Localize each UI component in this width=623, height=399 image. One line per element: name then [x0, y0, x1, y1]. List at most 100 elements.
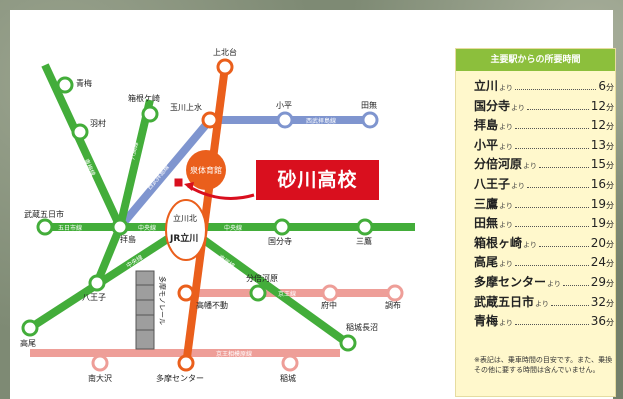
- itsukaichi-line-label: 五日市線: [58, 224, 82, 232]
- row-unit: 分: [606, 278, 614, 288]
- label-kokubunji: 国分寺: [268, 237, 292, 246]
- row-minutes: 12: [590, 98, 606, 113]
- row-unit: 分: [606, 122, 614, 132]
- tama-monorail-label: 多摩モノレール: [158, 276, 167, 325]
- label-izumi-gym: 泉体育館: [190, 165, 222, 175]
- station-tamacenter: [177, 354, 195, 372]
- label-musashiitsukaichi: 武蔵五日市: [24, 209, 64, 219]
- row-leader-dots: [514, 206, 589, 208]
- chuo-line-label-east: 中央線: [224, 224, 242, 232]
- row-yori: より: [523, 240, 537, 249]
- label-minamiosawa: 南大沢: [88, 373, 112, 383]
- station-takao: [21, 319, 39, 337]
- row-station: 小平: [474, 137, 499, 152]
- row-minutes: 24: [590, 255, 606, 270]
- ome-line: [41, 63, 124, 229]
- station-inagi: [281, 354, 299, 372]
- station-bubaigawara: [249, 284, 267, 302]
- station-mitaka: [356, 218, 374, 236]
- row-yori: より: [499, 201, 513, 210]
- row-yori: より: [499, 319, 513, 328]
- row-leader-dots: [514, 147, 589, 149]
- row-unit: 分: [606, 200, 614, 210]
- label-hamura: 羽村: [90, 118, 106, 128]
- school-name: 砂川高校: [277, 169, 358, 191]
- tama-monorail-line: [182, 66, 229, 366]
- row-yori: より: [547, 279, 561, 288]
- row-yori: より: [499, 221, 513, 230]
- row-minutes: 32: [590, 294, 606, 309]
- row-station: 三鷹: [474, 196, 499, 211]
- row-minutes: 36: [590, 314, 606, 329]
- chuo-line-west: [27, 223, 189, 332]
- station-minamiosawa: [91, 354, 109, 372]
- station-hamura: [71, 123, 89, 141]
- row-yori: より: [499, 260, 513, 269]
- label-jrtachikawa: JR立川: [169, 232, 198, 244]
- row-leader-dots: [538, 167, 589, 169]
- hachiko-line-label: 八高線: [128, 141, 140, 160]
- row-yori: より: [499, 84, 513, 92]
- row-unit: 分: [606, 83, 614, 92]
- station-musashiitsukaichi: [36, 218, 54, 236]
- station-kokubunji: [273, 218, 291, 236]
- label-chofu: 調布: [385, 300, 401, 310]
- label-inagiosanuma: 稲城長沼: [346, 322, 378, 332]
- row-unit: 分: [606, 318, 614, 328]
- station-tamagawajosui: [201, 111, 219, 129]
- keio-line-label: 京王線: [278, 290, 296, 298]
- row-unit: 分: [606, 102, 614, 112]
- label-mitaka: 三鷹: [356, 236, 372, 246]
- station-inagiosanuma: [339, 334, 357, 352]
- row-minutes: 19: [590, 216, 606, 231]
- row-station: 立川: [474, 79, 499, 93]
- row-yori: より: [535, 299, 549, 308]
- row-leader-dots: [526, 108, 589, 110]
- station-kamikitadai: [216, 58, 234, 76]
- row-minutes: 19: [590, 196, 606, 211]
- row-station: 多摩センター: [474, 274, 547, 289]
- row-yori: より: [511, 181, 525, 190]
- seibu-haijima-label: 西武拝島線: [306, 117, 336, 125]
- row-leader-dots: [526, 186, 589, 188]
- route-map: 西武拝島線 西武拝島線 青梅線 八高線 五日市線 中央線 中央線 中央線 南武線…: [20, 47, 415, 383]
- row-leader-dots: [514, 265, 589, 267]
- row-yori: より: [499, 142, 513, 151]
- callout-arrowhead: [184, 182, 194, 191]
- station-kodaira: [276, 111, 294, 129]
- row-station: 国分寺: [474, 98, 511, 113]
- label-tamacenter: 多摩センター: [156, 373, 204, 383]
- seibu-haijima-diagonal: [116, 117, 214, 230]
- row-station: 青梅: [474, 314, 499, 329]
- label-inagi: 稲城: [280, 373, 296, 383]
- callout-arrow: [187, 184, 255, 200]
- label-bubaigawara: 分倍河原: [246, 273, 278, 283]
- label-kodaira: 小平: [276, 101, 292, 110]
- hachiko-line-south: [93, 225, 124, 285]
- row-station: 田無: [474, 216, 499, 231]
- label-tachikawakita: 立川北: [173, 213, 197, 223]
- keio-sagamihara-label: 京王相模原線: [216, 350, 252, 358]
- station-haijima: [111, 218, 129, 236]
- row-unit: 分: [606, 220, 614, 230]
- row-station: 高尾: [474, 255, 499, 270]
- row-minutes: 15: [590, 157, 606, 172]
- row-leader-dots: [562, 284, 589, 286]
- izumi-gym-marker: [186, 150, 226, 190]
- row-leader-dots: [514, 226, 589, 228]
- nanbu-line: [183, 223, 353, 349]
- row-station: 武蔵五日市: [474, 294, 535, 309]
- school-callout: 砂川高校: [256, 160, 379, 200]
- label-hachioji: 八王子: [82, 293, 106, 302]
- row-leader-dots: [514, 128, 589, 130]
- row-unit: 分: [606, 298, 614, 308]
